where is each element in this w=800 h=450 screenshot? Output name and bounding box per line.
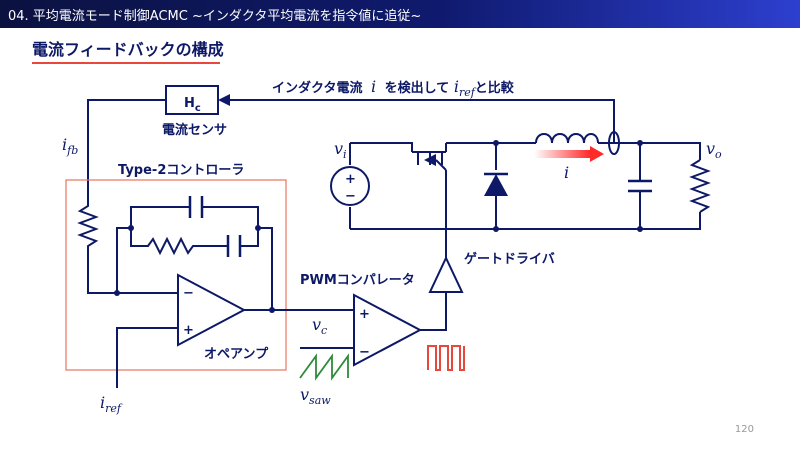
opamp-label: オペアンプ [204, 347, 269, 362]
header-title: 04. 平均電流モード制御ACMC ~インダクタ平均電流を指令値に追従~ [8, 9, 422, 24]
pwm-plus: + [359, 307, 370, 322]
junction-dot-4 [269, 307, 275, 313]
power-top-rail [350, 142, 701, 160]
iref-input-wire [116, 327, 178, 388]
current-arrow-head [590, 146, 604, 162]
mosfet-arrow [424, 154, 436, 166]
feedback-arrowhead [218, 94, 230, 106]
opamp-triangle [177, 273, 247, 347]
pwm-output-wire [420, 292, 447, 331]
vo-label: vo [706, 139, 722, 161]
type2-controller-box [65, 179, 287, 371]
sawtooth-wave [299, 353, 349, 381]
ifb-label: ifb [62, 135, 78, 157]
header-bar: 04. 平均電流モード制御ACMC ~インダクタ平均電流を指令値に追従~ [0, 0, 800, 28]
pwm-minus: − [359, 345, 370, 360]
current-arrow-body [534, 150, 590, 158]
source-plus: + [345, 172, 356, 187]
vi-label: vi [334, 139, 347, 161]
current-arrow-label: i [564, 163, 569, 182]
voltage-source-vi [330, 166, 370, 206]
inductor [535, 133, 599, 144]
vc-label: vc [312, 315, 327, 337]
resistor-r2 [130, 228, 259, 256]
vsaw-label: vsaw [300, 385, 331, 407]
input-resistor [77, 200, 178, 294]
page-number: 120 [734, 424, 754, 435]
mosfet-switch [400, 142, 458, 171]
opamp-plus: + [183, 323, 194, 338]
opamp-minus: − [183, 286, 194, 301]
feedback-top-wire [228, 99, 615, 143]
current-sensor-caption: 電流センサ [162, 122, 227, 138]
pwm-waveform [427, 345, 465, 371]
junction-dot-5 [493, 140, 499, 146]
section-title: 電流フィードバックの構成 [32, 40, 224, 59]
power-bottom-rail [350, 212, 701, 230]
pwm-comparator-label: PWMコンパレータ [300, 273, 415, 288]
gate-driver-label: ゲートドライバ [464, 251, 555, 267]
inductor-current-caption: インダクタ電流 i を検出して irefと比較 [272, 77, 515, 99]
section-underline [32, 62, 220, 64]
diode [484, 174, 508, 196]
controller-label: Type-2コントローラ [118, 163, 244, 178]
junction-dot-7 [637, 140, 643, 146]
sensor-to-feedback-wire [87, 99, 166, 200]
iref-input-label: iref [100, 393, 123, 415]
sensor-box-label: Hc [184, 96, 201, 114]
current-sense-loop [608, 131, 620, 155]
gate-driver-triangle [428, 255, 464, 293]
source-minus: − [345, 189, 356, 204]
pwm-comparator-triangle [353, 293, 423, 367]
load-resistor [689, 159, 711, 213]
junction-dot-8 [637, 226, 643, 232]
current-sensor-box [165, 85, 219, 115]
junction-dot-6 [493, 226, 499, 232]
